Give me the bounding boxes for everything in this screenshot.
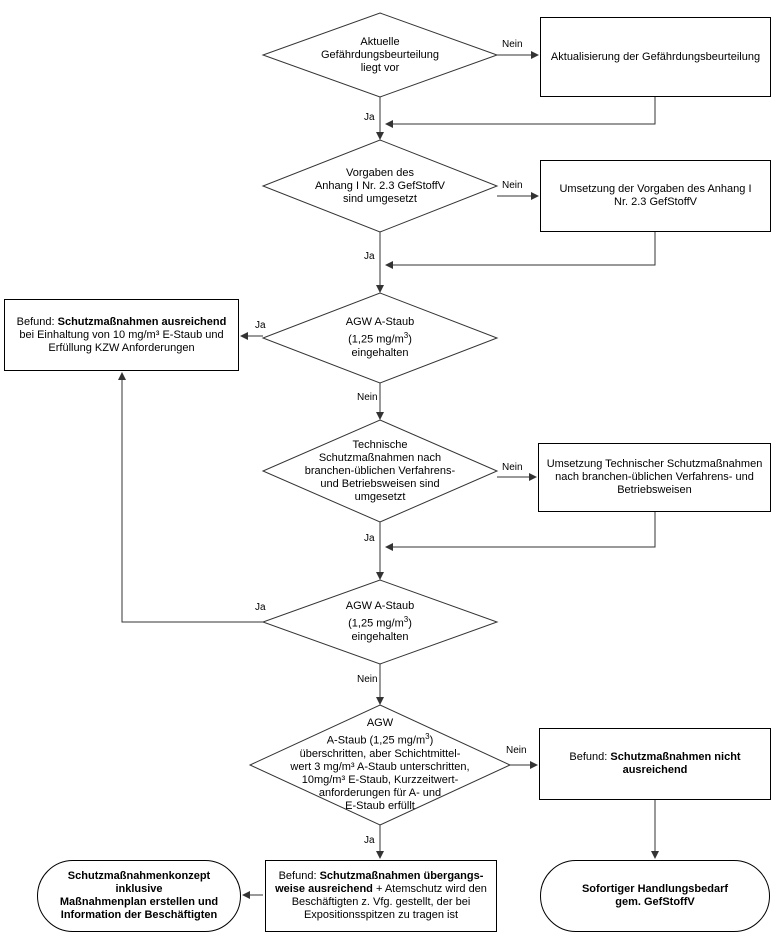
update-risk-assessment-box: Aktualisierung der Gefährdungsbeurteilun… [540,17,771,97]
edge-label-yes-2: Ja [364,251,375,262]
finding-measures-insufficient-box: Befund: Schutzmaßnahmen nicht ausreichen… [539,728,771,800]
edge-label-yes-6: Ja [364,835,375,846]
decision-3-text: AGW A-Staub(1,25 mg/m3)eingehalten [345,316,415,359]
edge-label-yes-4: Ja [364,533,375,544]
edge-label-no-2: Nein [502,180,523,191]
decision-5-text: AGW A-Staub(1,25 mg/m3)eingehalten [345,600,415,643]
edge-label-no-3: Nein [357,392,378,403]
edge-label-no-6: Nein [506,745,527,756]
edge-label-yes-1: Ja [364,112,375,123]
edge-label-no-1: Nein [502,39,523,50]
edge-label-yes-5: Ja [255,602,266,613]
finding-temporarily-sufficient-box: Befund: Schutzmaßnahmen übergangs-weise … [265,860,497,932]
edge-label-no-5: Nein [357,674,378,685]
edge-label-yes-3: Ja [255,320,266,331]
edge-label-no-4: Nein [502,462,523,473]
